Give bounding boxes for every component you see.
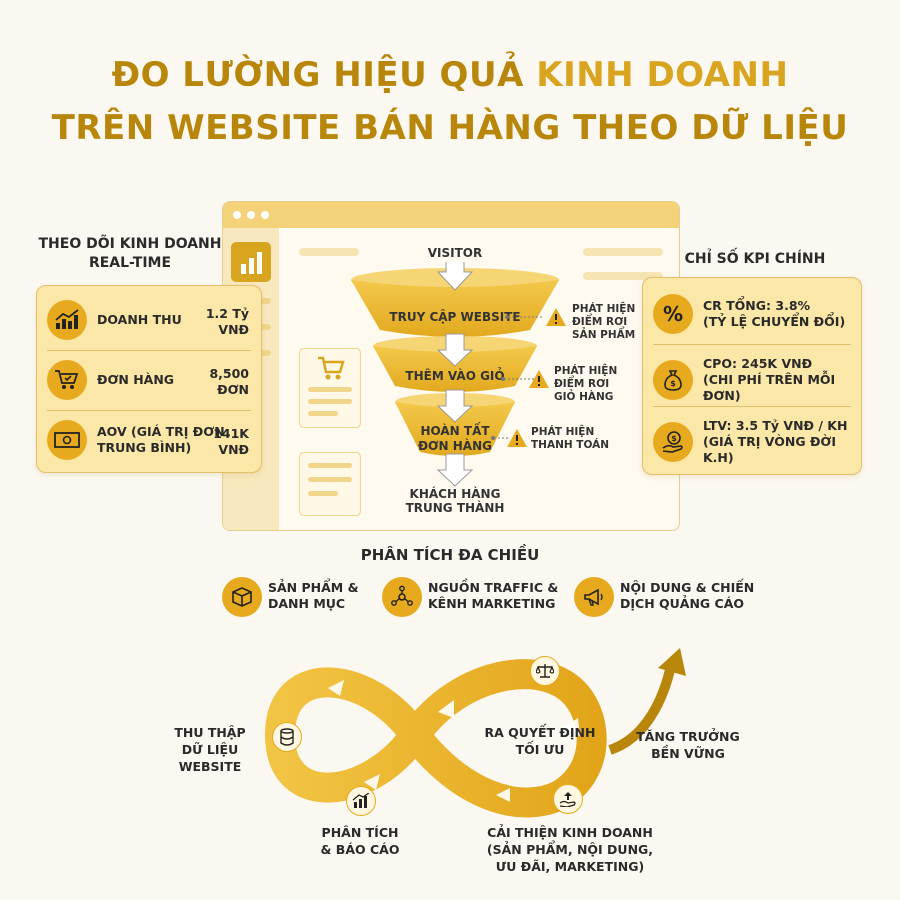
- database-icon: [272, 722, 302, 752]
- browser-titlebar: [223, 202, 679, 228]
- funnel-stage-1: [351, 280, 559, 337]
- cart-icon: [318, 356, 345, 380]
- network-icon: [382, 577, 422, 617]
- cycle-improve-label: CẢI THIỆN KINH DOANH(SẢN PHẨM, NỘI DUNG,…: [486, 825, 654, 874]
- cycle-analyze-label: PHÂN TÍCH& BÁO CÁO: [320, 825, 400, 857]
- down-arrow-icon: [436, 453, 474, 487]
- svg-text:$: $: [671, 434, 677, 443]
- warning-icon: [546, 308, 566, 326]
- window-dot-icon: [261, 211, 269, 219]
- funnel-bottom-label: KHÁCH HÀNG: [409, 487, 501, 501]
- page-title-line-1: ĐO LƯỜNG HIỆU QUẢ KINH DOANH: [0, 55, 900, 95]
- page-title-line-2: TRÊN WEBSITE BÁN HÀNG THEO DỮ LIỆU: [51, 108, 849, 148]
- funnel-stage-label: HOÀN TẤT: [420, 424, 490, 438]
- growth-chart-icon: [47, 300, 87, 340]
- box-icon: [222, 577, 262, 617]
- funnel-stage-3: [395, 402, 515, 456]
- funnel-stage-label: ĐƠN HÀNG: [418, 439, 492, 453]
- money-bag-icon: $: [653, 360, 693, 400]
- down-arrow-icon: [436, 262, 474, 291]
- growth-arrow-icon: [658, 648, 686, 676]
- funnel-diagram: [351, 262, 559, 487]
- kpi-cpo: $ CPO: 245K VNĐ(CHI PHÍ TRÊN MỖI ĐƠN): [653, 356, 861, 404]
- kpi-ltv: $ LTV: 3.5 Tỷ VNĐ / KH(GIÁ TRỊ VÒNG ĐỜI …: [653, 418, 861, 466]
- product-card: [299, 452, 361, 516]
- hand-up-arrow-icon: [553, 784, 583, 814]
- funnel-top-label: VISITOR: [427, 246, 483, 260]
- metric-revenue: DOANH THU: [47, 300, 182, 340]
- product-card: [299, 348, 361, 428]
- analysis-item-products: SẢN PHẨM &DANH MỤC: [268, 580, 359, 611]
- funnel-bottom-label: TRUNG THÀNH: [405, 501, 505, 515]
- down-arrow-icon: [436, 333, 474, 367]
- funnel-stage-2: [373, 346, 537, 392]
- cash-icon: [47, 420, 87, 460]
- svg-text:$: $: [670, 379, 676, 388]
- metric-orders: ĐƠN HÀNG: [47, 360, 174, 400]
- title-part-2: KINH DOANH: [536, 55, 789, 95]
- percent-icon: %: [653, 294, 693, 334]
- analysis-title: PHÂN TÍCH ĐA CHIỀU: [360, 546, 540, 564]
- kpi-card: % CR TỔNG: 3.8%(TỶ LỆ CHUYỂN ĐỔI) $ CPO:…: [642, 277, 862, 475]
- cart-check-icon: [47, 360, 87, 400]
- window-dot-icon: [233, 211, 241, 219]
- title-part-1: ĐO LƯỜNG HIỆU QUẢ: [111, 55, 537, 95]
- down-arrow-icon: [436, 389, 474, 423]
- megaphone-icon: [574, 577, 614, 617]
- funnel-stage-label: THÊM VÀO GIỎ: [405, 369, 505, 383]
- scale-icon: [530, 656, 560, 686]
- report-chart-icon: [346, 786, 376, 816]
- chart-app-icon: [231, 242, 271, 282]
- infinity-cycle: [265, 648, 686, 818]
- warning-icon: [507, 429, 527, 447]
- infinity-band: [265, 659, 607, 818]
- funnel-stage-label: TRUY CẬP WEBSITE: [389, 310, 521, 324]
- kpi-cr: % CR TỔNG: 3.8%(TỶ LỆ CHUYỂN ĐỔI): [653, 294, 845, 334]
- analysis-item-traffic: NGUỒN TRAFFIC &KÊNH MARKETING: [428, 580, 559, 611]
- warning-icon: [529, 370, 549, 388]
- window-dot-icon: [247, 211, 255, 219]
- hand-coin-icon: $: [653, 422, 693, 462]
- right-panel-title: CHỈ SỐ KPI CHÍNH: [684, 251, 826, 267]
